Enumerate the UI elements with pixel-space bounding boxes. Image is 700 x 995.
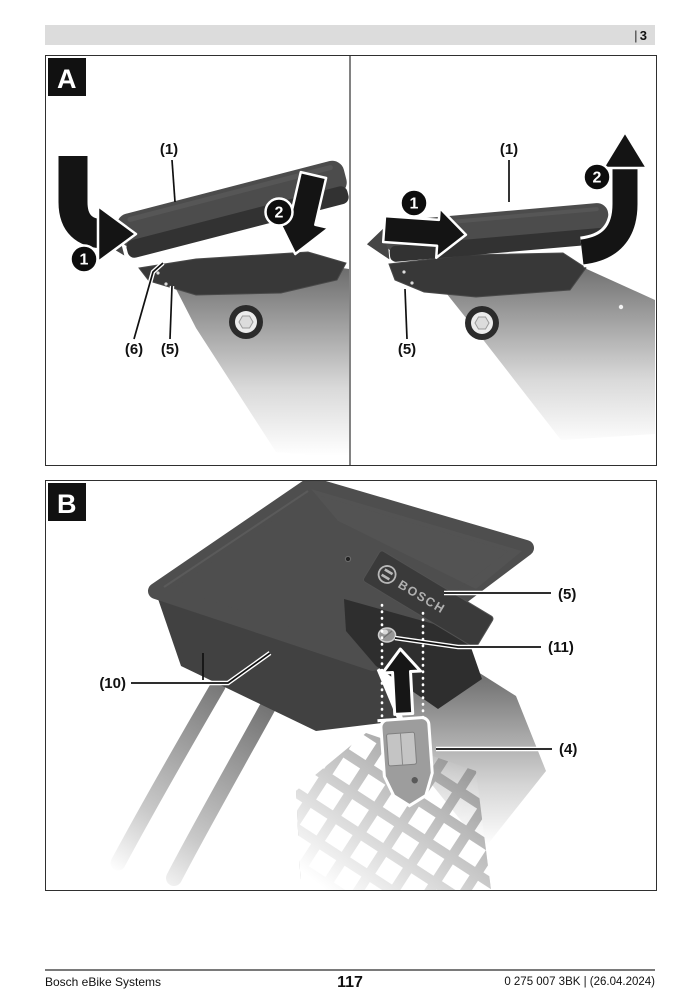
mount-pocket xyxy=(344,599,482,709)
figure-a-left-panel: 1 2 (1) (6) (5) xyxy=(55,141,349,458)
leader-line xyxy=(131,652,271,684)
mount-pin xyxy=(410,281,414,285)
connector-plug xyxy=(377,716,434,808)
panel-divider xyxy=(349,56,351,465)
footer-brand: Bosch eBike Systems xyxy=(45,975,162,989)
frame-mesh xyxy=(296,733,491,890)
svg-text:B: B xyxy=(57,489,77,519)
mount-pin xyxy=(156,271,160,275)
cable xyxy=(166,695,278,886)
callout-plug: (4) xyxy=(559,741,577,758)
display-front-face xyxy=(156,593,398,731)
stem-highlight-dot xyxy=(618,304,624,310)
callout-release: (6) xyxy=(125,341,143,358)
callout-display-left: (1) xyxy=(160,141,178,158)
step-badge-2: 2 xyxy=(582,162,612,192)
leader-line xyxy=(394,637,541,648)
leader-line xyxy=(171,159,176,203)
leader-line xyxy=(404,288,408,340)
insert-up-arrow xyxy=(381,647,423,716)
figure-a: 1 2 (1) (6) (5) xyxy=(45,55,657,466)
handlebar-stem xyxy=(431,256,655,440)
callout-display-right: (1) xyxy=(500,141,518,158)
bosch-logo-icon xyxy=(377,565,397,584)
figure-b-badge: B xyxy=(48,483,86,521)
mounting-screw xyxy=(377,627,397,643)
stem-bolt xyxy=(229,305,263,339)
svg-text:2: 2 xyxy=(593,170,602,187)
svg-text:A: A xyxy=(57,64,77,94)
slide-right-arrow xyxy=(381,206,468,260)
mount-pin xyxy=(402,270,406,274)
figure-a-illustration: 1 2 (1) (6) (5) xyxy=(48,56,655,465)
footer-page-number: 117 xyxy=(337,974,363,991)
callout-mount-right: (5) xyxy=(398,341,416,358)
stem-bolt xyxy=(465,306,499,340)
callout-mount-left: (5) xyxy=(161,341,179,358)
callout-mount: (5) xyxy=(558,586,576,603)
leader-line xyxy=(169,285,173,340)
mount-pin xyxy=(164,282,168,286)
step-badge-1: 1 xyxy=(69,244,99,274)
page-header-bar: | 3 xyxy=(45,25,655,45)
page-footer: Bosch eBike Systems 117 0 275 007 3BK | … xyxy=(45,969,655,991)
figure-a-badge: A xyxy=(48,58,86,96)
header-separator: | xyxy=(634,27,638,43)
leader-line xyxy=(133,262,164,340)
callout-screw: (11) xyxy=(548,639,574,656)
figure-b-illustration: BOSCH xyxy=(48,481,577,890)
svg-text:2: 2 xyxy=(275,205,284,222)
step-badge-1: 1 xyxy=(399,188,429,218)
tilt-arrow xyxy=(55,156,138,264)
callout-front: (10) xyxy=(99,675,126,692)
svg-text:1: 1 xyxy=(410,196,419,213)
header-page-number: 3 xyxy=(639,27,647,43)
svg-text:1: 1 xyxy=(80,252,89,269)
cable xyxy=(110,678,226,871)
display-unit-underside xyxy=(148,481,534,671)
display-mount xyxy=(138,251,347,296)
figure-a-right-panel: 1 2 (1) (5) xyxy=(366,130,655,440)
figure-b: BOSCH xyxy=(45,480,657,891)
footer-document-number: 0 275 007 3BK | (26.04.2024) xyxy=(504,976,655,988)
display-mount xyxy=(388,252,587,298)
screw-hole xyxy=(344,555,352,563)
handlebar-stem xyxy=(176,261,349,458)
step-badge-2: 2 xyxy=(264,197,294,227)
swing-up-arrow xyxy=(579,130,649,268)
